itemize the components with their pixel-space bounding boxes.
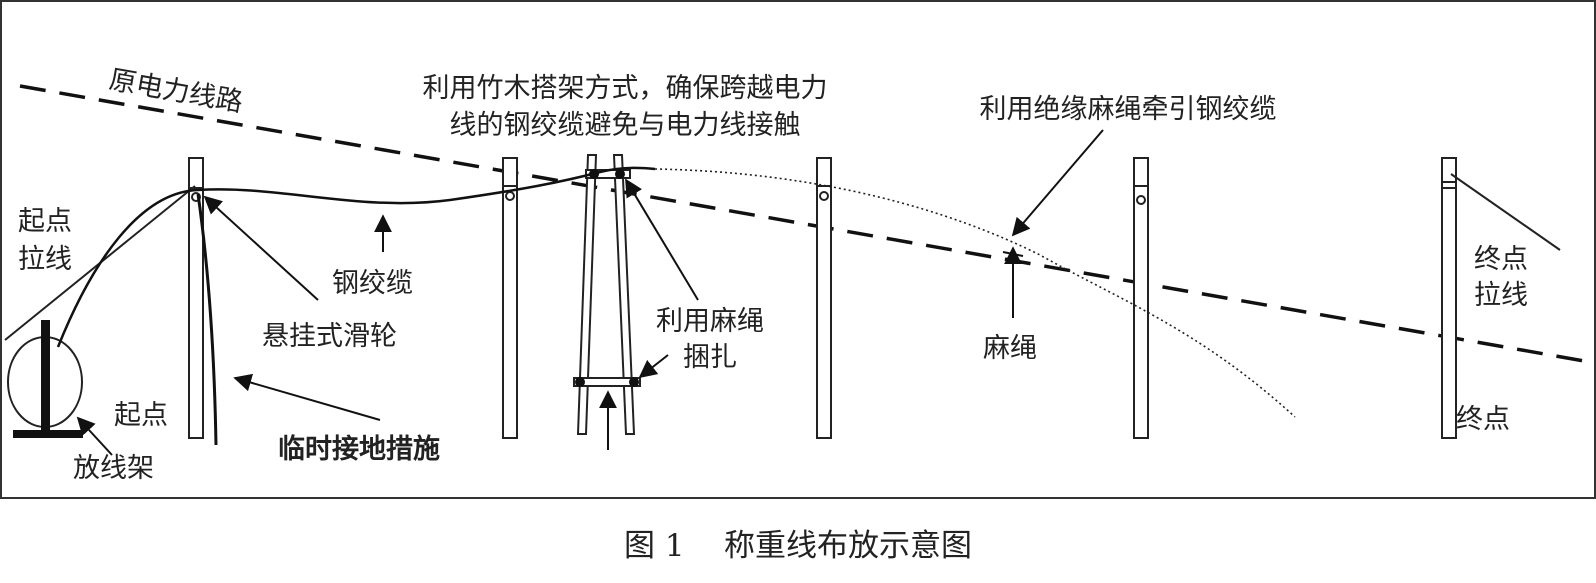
bamboo-scaffold [573,154,641,435]
figure-number: 图 1 [624,528,685,564]
label-pulley: 悬挂式滑轮 [262,321,397,352]
end-guy-wire [1450,173,1561,251]
insulated-hemp-rope [654,168,1296,418]
cable-reel-stand [7,320,83,438]
label-start-point: 起点 [114,400,168,431]
hemp-rope-tick [1002,251,1024,257]
pole-start [188,157,204,439]
label-rope-pull: 利用绝缘麻绳牵引钢绞缆 [980,94,1277,125]
ground-arrow [233,373,381,421]
label-rope-tie-1: 利用麻绳 [656,306,764,337]
pole-2 [502,157,518,439]
pole-4 [1133,157,1149,439]
label-bamboo-note-line1: 利用竹木搭架方式，确保跨越电力 [423,73,828,104]
reel-arrow [76,416,113,456]
label-start-guy-1: 起点 [18,206,72,237]
label-rope-tie-2: 捆扎 [683,342,737,373]
label-end-point: 终点 [1456,404,1510,435]
label-reel-stand: 放线架 [73,453,154,484]
pulley-arrow [203,195,319,301]
rope-pull-arrow [1011,129,1104,237]
diagram-border [0,0,1596,499]
diagram-frame: 原电力线路 利用竹木搭架方式，确保跨越电力 线的钢绞缆避免与电力线接触 利用绝缘… [0,0,1596,499]
label-original-power-line: 原电力线路 [107,64,245,118]
label-temporary-grounding: 临时接地措施 [278,433,440,465]
temporary-grounding-wire [196,193,218,446]
label-end-guy-1: 终点 [1474,244,1528,275]
cable-laying-diagram: 原电力线路 利用竹木搭架方式，确保跨越电力 线的钢绞缆避免与电力线接触 利用绝缘… [0,0,1596,499]
label-end-guy-2: 拉线 [1474,280,1528,311]
pole-end [1441,157,1457,439]
pole-3 [816,157,832,439]
figure-caption: 图 1 称重线布放示意图 [0,520,1596,565]
original-power-line [19,84,1591,364]
steel-strand-cable [56,166,656,348]
label-hemp-rope: 麻绳 [983,333,1037,364]
label-bamboo-note-line2: 线的钢绞缆避免与电力线接触 [450,110,801,141]
figure-title: 称重线布放示意图 [724,528,972,564]
tie-lower-arrow [638,354,669,379]
label-start-guy-2: 拉线 [18,244,72,275]
tie-upper-arrow [625,178,699,301]
label-steel-cable: 钢绞缆 [332,268,413,299]
